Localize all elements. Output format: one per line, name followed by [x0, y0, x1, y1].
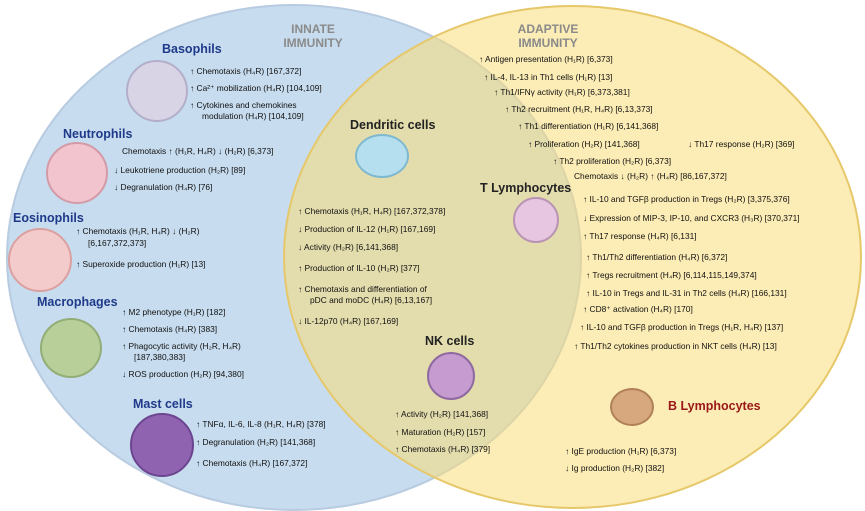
adaptive-item: ↑ Th1/IFNγ activity (H₁R) [6,373,381]	[494, 87, 630, 97]
eosinophil-cell-icon	[8, 228, 72, 292]
dendritic-item: ↓ Activity (H₂R) [6,141,368]	[298, 242, 399, 252]
t-lymphocytes-item: ↓ Expression of MIP-3, IP-10, and CXCR3 …	[583, 213, 800, 223]
adaptive-item: ↑ Antigen presentation (H₁R) [6,373]	[479, 54, 613, 64]
mast-cell-icon	[130, 413, 194, 477]
adaptive-immunity-circle	[283, 5, 862, 509]
nk-item: ↑ Activity (H₂R) [141,368]	[395, 409, 489, 419]
dendritic-item: ↑ Chemotaxis and differentiation of	[298, 284, 427, 294]
dendritic-cells-title: Dendritic cells	[350, 118, 436, 132]
basophil-cell-icon	[126, 60, 188, 122]
neutrophils-item: ↓ Degranulation (H₄R) [76]	[114, 182, 213, 192]
adaptive-item: ↑ Th2 recruitment (H₁R, H₄R) [6,13,373]	[505, 104, 653, 114]
mast-cells-item: ↑ Degranulation (H₂R) [141,368]	[196, 437, 316, 447]
adaptive-item: ↑ IL-4, IL-13 in Th1 cells (H₁R) [13]	[484, 72, 613, 82]
t-lymphocyte-cell-icon	[513, 197, 559, 243]
basophils-item: ↑ Cytokines and chemokines	[190, 100, 297, 110]
basophils-title: Basophils	[162, 42, 222, 56]
neutrophil-cell-icon	[46, 142, 108, 204]
basophils-item: ↑ Ca²⁺ mobilization (H₄R) [104,109]	[190, 83, 322, 93]
b-lymphocytes-item: ↓ Ig production (H₂R) [382]	[565, 463, 665, 473]
eosinophils-item: ↑ Chemotaxis (H₁R, H₄R) ↓ (H₂R)	[76, 226, 200, 236]
neutrophils-title: Neutrophils	[63, 127, 133, 141]
macrophages-item: ↑ Chemotaxis (H₄R) [383]	[122, 324, 218, 334]
dendritic-item: ↑ Chemotaxis (H₁R, H₄R) [167,372,378]	[298, 206, 446, 216]
eosinophils-item: ↑ Superoxide production (H₁R) [13]	[76, 259, 206, 269]
mast-cells-item: ↑ Chemotaxis (H₄R) [167,372]	[196, 458, 308, 468]
t-lymphocytes-item: ↑ Th1/Th2 differentiation (H₄R) [6,372]	[586, 252, 728, 262]
innate-heading: INNATE IMMUNITY	[283, 22, 343, 50]
dendritic-item: ↓ Production of IL-12 (H₁R) [167,169]	[298, 224, 436, 234]
mast-cells-title: Mast cells	[133, 397, 193, 411]
basophils-item: ↑ Chemotaxis (H₄R) [167,372]	[190, 66, 302, 76]
macrophages-item: ↑ Phagocytic activity (H₂R, H₄R)	[122, 341, 241, 351]
adaptive-heading: ADAPTIVE IMMUNITY	[517, 22, 579, 50]
t-lymphocytes-item: ↑ IL-10 and TGFβ production in Tregs (H₂…	[583, 194, 790, 204]
t-lymphocytes-item: ↑ Tregs recruitment (H₄R) [6,114,115,149…	[586, 270, 757, 280]
nk-item: ↑ Chemotaxis (H₄R) [379]	[395, 444, 491, 454]
t-lymphocytes-title: T Lymphocytes	[480, 181, 572, 195]
macrophages-title: Macrophages	[37, 295, 118, 309]
b-lymphocyte-cell-icon	[610, 388, 654, 426]
t-lymphocytes-item: ↑ IL-10 in Tregs and IL-31 in Th2 cells …	[586, 288, 787, 298]
adaptive-item: ↓ Th17 response (H₂R) [369]	[688, 139, 795, 149]
b-lymphocytes-item: ↑ IgE production (H₁R) [6,373]	[565, 446, 677, 456]
neutrophils-item: Chemotaxis ↑ (H₁R, H₄R) ↓ (H₂R) [6,373]	[122, 146, 274, 156]
t-lymphocytes-item: ↑ Th17 response (H₄R) [6,131]	[583, 231, 697, 241]
nk-cell-icon	[427, 352, 475, 400]
dendritic-item: ↓ IL-12p70 (H₄R) [167,169]	[298, 316, 399, 326]
macrophages-item: [187,380,383]	[134, 352, 186, 362]
basophils-item: modulation (H₄R) [104,109]	[202, 111, 304, 121]
adaptive-item: Chemotaxis ↓ (H₂R) ↑ (H₄R) [86,167,372]	[574, 171, 727, 181]
adaptive-item: ↑ Th1 differentiation (H₁R) [6,141,368]	[518, 121, 659, 131]
nk-item: ↑ Maturation (H₂R) [157]	[395, 427, 486, 437]
dendritic-item: ↑ Production of IL-10 (H₂R) [377]	[298, 263, 420, 273]
t-lymphocytes-item: ↑ CD8⁺ activation (H₄R) [170]	[583, 304, 693, 314]
mast-cells-item: ↑ TNFα, IL-6, IL-8 (H₁R, H₄R) [378]	[196, 419, 326, 429]
macrophages-item: ↓ ROS production (H₂R) [94,380]	[122, 369, 244, 379]
t-lymphocytes-item: ↑ Th1/Th2 cytokines production in NKT ce…	[574, 341, 777, 351]
nk-cells-title: NK cells	[425, 334, 475, 348]
adaptive-item: ↑ Th2 proliferation (H₂R) [6,373]	[553, 156, 672, 166]
neutrophils-item: ↓ Leukotriene production (H₂R) [89]	[114, 165, 246, 175]
b-lymphocytes-title: B Lymphocytes	[668, 399, 761, 413]
t-lymphocytes-item: ↑ IL-10 and TGFβ production in Tregs (H₁…	[580, 322, 784, 332]
macrophage-cell-icon	[40, 318, 102, 378]
eosinophils-item: [6,167,372,373]	[88, 238, 147, 248]
dendritic-item: pDC and moDC (H₄R) [6,13,167]	[310, 295, 433, 305]
eosinophils-title: Eosinophils	[13, 211, 84, 225]
adaptive-item: ↑ Proliferation (H₂R) [141,368]	[528, 139, 640, 149]
macrophages-item: ↑ M2 phenotype (H₁R) [182]	[122, 307, 226, 317]
dendritic-cell-icon	[355, 134, 409, 178]
